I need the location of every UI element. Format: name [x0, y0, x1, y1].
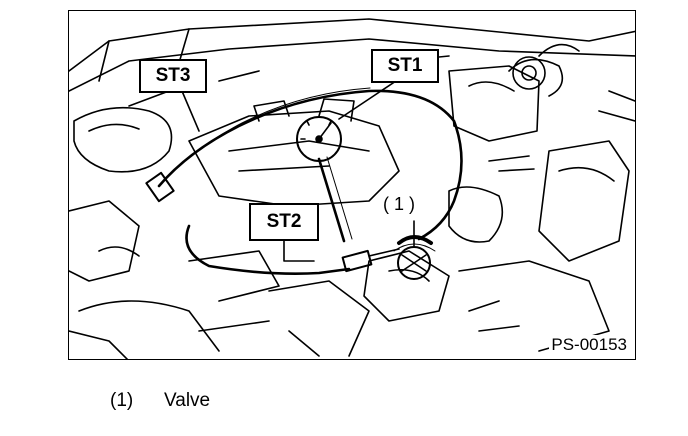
callout-st3: ST3: [139, 59, 207, 93]
callout-valve-ref: ( 1 ): [381, 194, 418, 215]
figure-id: PS-00153: [549, 335, 629, 355]
engine-illustration: ST3 ST1 ST2 ( 1 ) PS-00153: [68, 10, 636, 360]
callout-st1: ST1: [371, 49, 439, 83]
legend-item: (1) Valve: [110, 390, 210, 412]
legend-number: (1): [110, 390, 134, 411]
callout-st2: ST2: [249, 203, 319, 241]
legend-label: Valve: [164, 390, 211, 411]
legend: (1) Valve: [110, 390, 210, 412]
